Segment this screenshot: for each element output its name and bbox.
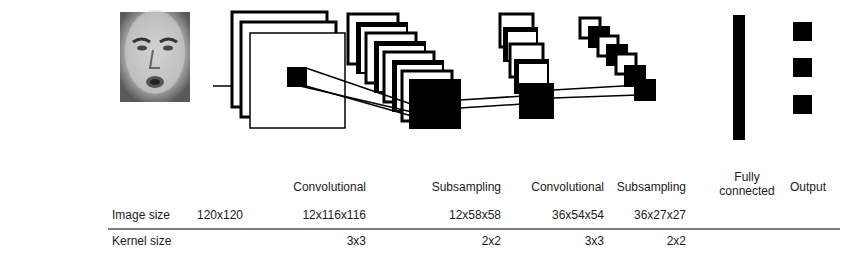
table-cell: 2x2 [482, 234, 501, 248]
table-cell: 3x3 [585, 234, 604, 248]
column-header: Convolutional [531, 180, 604, 194]
table-cell: 2x2 [667, 234, 686, 248]
output-units [793, 22, 812, 114]
column-header: Subsampling [432, 180, 501, 194]
column-header: Convolutional [293, 180, 366, 194]
feature-maps-1 [232, 12, 345, 128]
connection-lines [300, 68, 640, 124]
table-cell: 36x27x27 [634, 208, 686, 222]
column-header: Output [790, 180, 826, 194]
table-cell: 12x58x58 [449, 208, 501, 222]
table-cell: 12x116x116 [302, 208, 366, 222]
row-header: Kernel size [112, 234, 171, 248]
feature-maps-3 [500, 14, 553, 118]
fully-connected-bar [733, 15, 745, 140]
table-cell: 3x3 [347, 234, 366, 248]
row-header: Image size [112, 208, 170, 222]
column-header: Subsampling [617, 180, 686, 194]
face-image [120, 10, 190, 102]
column-header: Fully connected [712, 170, 782, 198]
table-rule [108, 229, 840, 230]
table-cell: 120x120 [197, 208, 243, 222]
table-cell: 36x54x54 [552, 208, 604, 222]
